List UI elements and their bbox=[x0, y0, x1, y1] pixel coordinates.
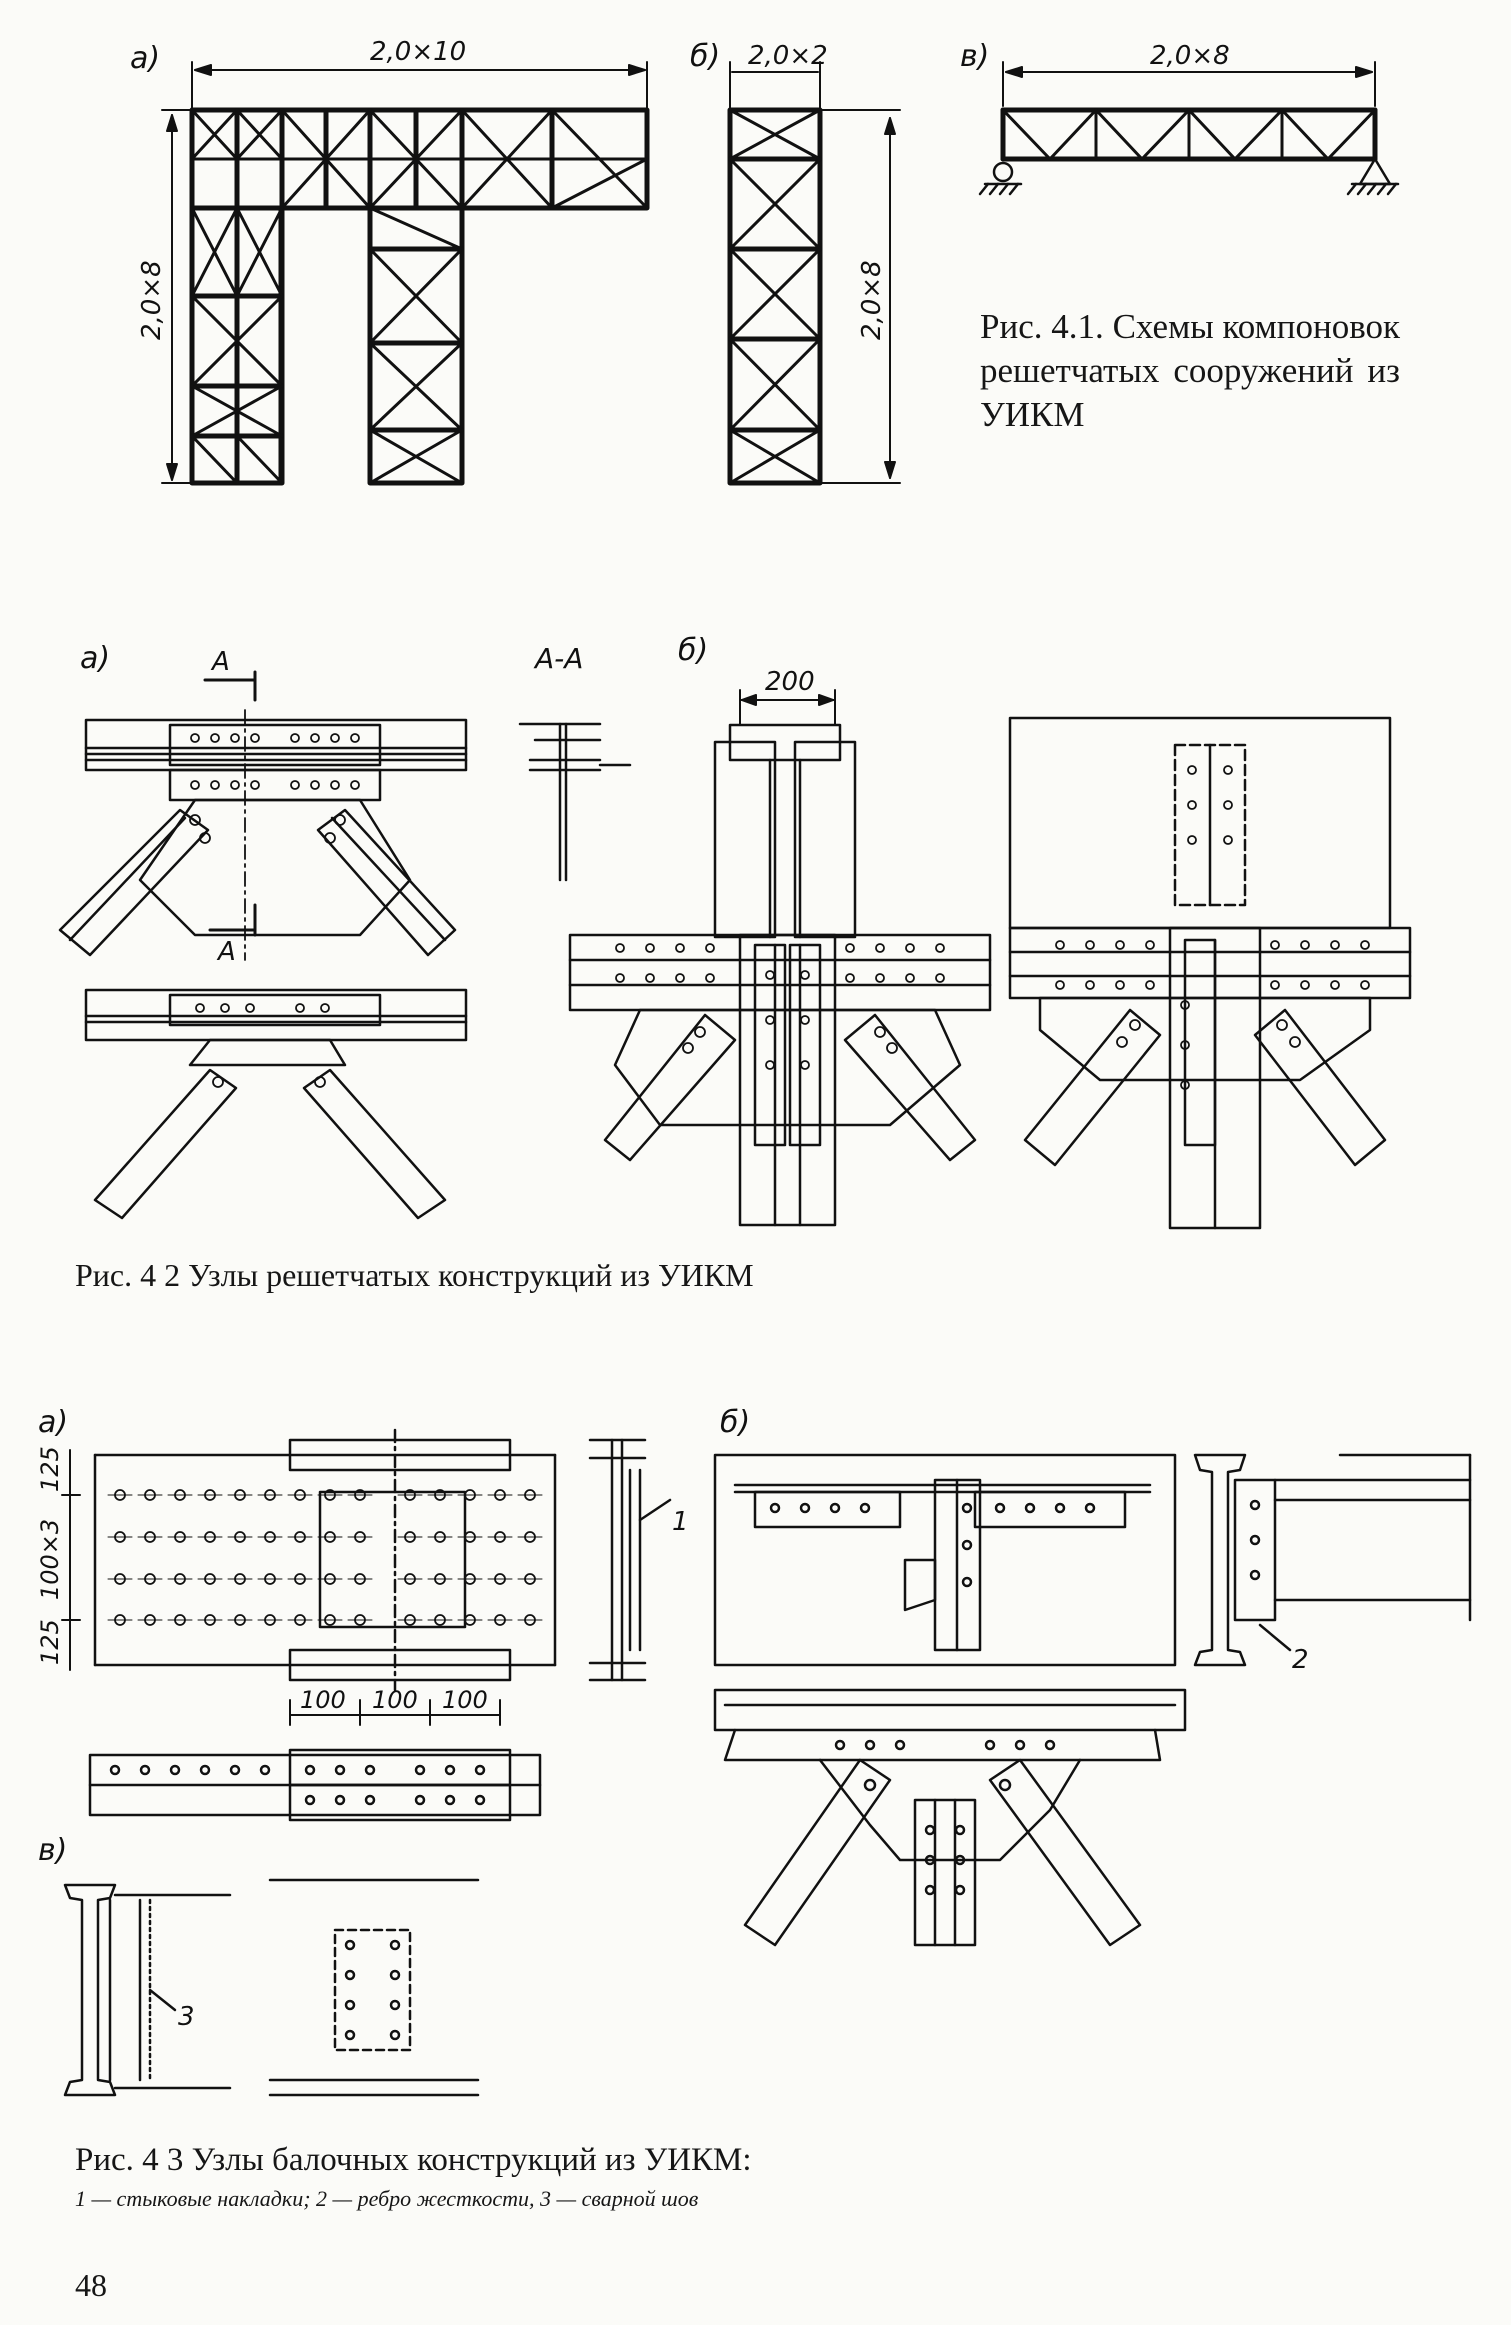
fig43-b-plan bbox=[713, 1453, 1177, 1667]
fig41-caption: Рис. 4.1. Схемы компоновок решетчатых со… bbox=[980, 307, 1400, 434]
fig41-b-tower bbox=[727, 107, 823, 486]
fig42-b-dimension-200 bbox=[739, 689, 836, 726]
fig42-part-b-label: б) bbox=[678, 633, 708, 668]
fig42-dimension-200: 200 bbox=[765, 667, 815, 697]
fig43-dim-125-bottom: 125 bbox=[36, 1619, 64, 1665]
fig43-a-elevation bbox=[88, 1748, 542, 1822]
fig41-a-frame bbox=[189, 107, 650, 486]
fig42-a-bolts bbox=[189, 709, 360, 1088]
fig43-a-bolt-grid bbox=[107, 1489, 543, 1626]
fig43-v-plan bbox=[268, 1878, 480, 2097]
fig43-a-dimensions bbox=[61, 1449, 501, 1726]
fig41-a-diagonals bbox=[190, 108, 649, 485]
fig41-v-dimensions bbox=[1002, 61, 1376, 107]
fig43-callout-3: 3 bbox=[178, 2002, 195, 2032]
fig43-dim-100-second: 100 bbox=[372, 1686, 418, 1714]
fig42-section-mark-top: А bbox=[210, 647, 230, 677]
fig42-b-right-bolts bbox=[1055, 765, 1370, 1090]
fig42-b-right-joint bbox=[1008, 716, 1412, 1230]
fig43-dim-100x3: 100×3 bbox=[36, 1519, 64, 1600]
fig43-caption: Рис. 4 3 Узлы балочных конструкций из УИ… bbox=[75, 2142, 752, 2178]
fig41-v-width-dimension: 2,0×8 bbox=[1150, 41, 1230, 71]
fig42-b-left-joint bbox=[568, 723, 992, 1227]
fig43-part-v-label: в) bbox=[38, 1833, 67, 1868]
fig41-a-height-dimension: 2,0×8 bbox=[137, 260, 167, 340]
fig43-callout-1: 1 bbox=[672, 1507, 689, 1537]
fig41-b-diagonals bbox=[728, 108, 822, 485]
fig43-callout-2: 2 bbox=[1292, 1645, 1309, 1675]
fig43-part-a-label: а) bbox=[38, 1405, 68, 1440]
fig41-a-dimensions bbox=[161, 61, 648, 484]
fig42-section-aa bbox=[518, 722, 632, 882]
fig43-a-plan bbox=[93, 1428, 557, 1692]
fig41-v-supports bbox=[978, 157, 1400, 196]
fig41-b-height-dimension: 2,0×8 bbox=[857, 260, 887, 340]
fig42-section-mark-bottom: А bbox=[216, 937, 236, 967]
fig42-a-upper-joint bbox=[58, 718, 468, 957]
page-number: 48 bbox=[75, 2267, 107, 2303]
fig41-a-width-dimension: 2,0×10 bbox=[370, 37, 466, 67]
fig43-v-section bbox=[63, 1883, 232, 2097]
fig41-b-dimensions bbox=[729, 61, 901, 484]
fig41-part-a-label: а) bbox=[130, 41, 160, 76]
fig43-part-b-label: б) bbox=[720, 1405, 750, 1440]
fig42-part-a-label: а) bbox=[80, 641, 110, 676]
fig43-b-side-section bbox=[1193, 1453, 1472, 1667]
fig43-dim-125-top: 125 bbox=[36, 1446, 64, 1492]
fig42-b-left-bolts bbox=[615, 943, 945, 1070]
fig43-dim-100-third: 100 bbox=[442, 1686, 488, 1714]
fig42-caption: Рис. 4 2 Узлы решетчатых конструкций из … bbox=[75, 1257, 754, 1293]
fig41-v-web bbox=[1001, 108, 1377, 161]
fig42-section-title: А-А bbox=[533, 642, 583, 675]
fig41-part-v-label: в) bbox=[960, 39, 989, 74]
fig41-part-b-label: б) bbox=[690, 39, 720, 74]
fig41-b-width-dimension: 2,0×2 bbox=[748, 41, 828, 71]
fig43-b-truss-joint bbox=[713, 1688, 1187, 1947]
fig43-legend: 1 — стыковые накладки; 2 — ребро жесткос… bbox=[75, 2186, 699, 2211]
fig42-a-section-marks bbox=[203, 670, 257, 937]
fig42-a-lower-joint bbox=[84, 988, 468, 1220]
fig43-dim-100-first: 100 bbox=[300, 1686, 346, 1714]
fig43-a-section bbox=[588, 1438, 672, 1682]
